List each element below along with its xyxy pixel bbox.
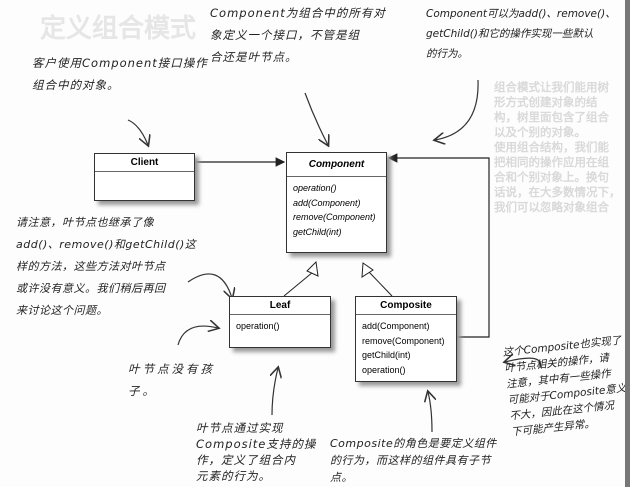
note-line: 或许没有意义。我们稍后再回 bbox=[16, 282, 166, 295]
bleed-line: 构，树里面包含了组合 bbox=[494, 110, 609, 124]
class-client: Client bbox=[94, 153, 195, 201]
note-arrow bbox=[187, 273, 232, 298]
note-line: getChild()和它的操作实现一些默认 bbox=[426, 28, 594, 40]
note-component-interface: Component为组合中的所有对 象定义一个接口，不管是组 合还是叶节点。 bbox=[210, 2, 386, 68]
note-line: 作，定义了组合内 bbox=[196, 453, 296, 467]
method: operation() bbox=[293, 183, 337, 193]
note-leaf-no-children: 叶节点没有孩 子。 bbox=[128, 358, 215, 402]
note-line: add()、remove()和getChild()这 bbox=[16, 238, 197, 251]
class-name: Leaf bbox=[230, 297, 330, 315]
note-composite-ops: 这个Composite也实现了 叶节点相关的操作，请 注意，其中有一些操作 可能… bbox=[502, 333, 630, 441]
note-line: 客户使用Component接口操作 bbox=[32, 56, 208, 70]
bleed-line: 形方式创建对象的结 bbox=[494, 95, 598, 109]
note-line: Composite的角色是要定义组件 bbox=[330, 437, 497, 450]
bleed-text: 组合模式让我们能用树 形方式创建对象的结 构，树里面包含了组合 以及个别的对象。… bbox=[494, 80, 621, 215]
note-line: 象定义一个接口，不管是组 bbox=[210, 28, 360, 42]
note-line: 子。 bbox=[128, 384, 157, 398]
method: remove(Component) bbox=[293, 212, 376, 222]
note-line: 的行为。 bbox=[426, 48, 468, 60]
note-line: Component为组合中的所有对 bbox=[210, 6, 386, 20]
inheritance-triangle-composite bbox=[361, 262, 374, 278]
bleed-line: 使用组合结构，我们能 bbox=[494, 140, 609, 154]
method: getChild(int) bbox=[293, 226, 342, 237]
note-arrow bbox=[177, 326, 218, 346]
note-leaf-inherit: 请注意，叶节点也继承了像 add()、remove()和getChild()这 … bbox=[16, 212, 196, 322]
note-leaf-behavior: 叶节点通过实现 Composite支持的操 作，定义了组合内 元素的行为。 bbox=[196, 420, 316, 484]
note-arrow bbox=[304, 92, 328, 145]
inheritance-leaf bbox=[283, 271, 314, 297]
page-edge bbox=[625, 0, 630, 487]
note-line: 叶节点没有孩 bbox=[128, 362, 215, 376]
class-name: Client bbox=[95, 154, 194, 172]
note-line: 组合中的对象。 bbox=[32, 78, 120, 92]
bleed-line: 话说，在大多数情况下， bbox=[494, 185, 621, 199]
note-arrow bbox=[272, 368, 278, 416]
bleed-line: 组合模式让我们能用树 bbox=[494, 80, 609, 94]
note-line: Composite支持的操 bbox=[196, 437, 317, 451]
bleed-line: 把相同的操作应用在组 bbox=[494, 155, 609, 169]
note-line: 的行为，而这样的组件具有子节 bbox=[330, 454, 491, 467]
method: operation() bbox=[236, 321, 280, 331]
note-line: 样的方法，这些方法对叶节点 bbox=[16, 260, 166, 273]
note-line: 请注意，叶节点也继承了像 bbox=[16, 216, 154, 229]
class-name: Component bbox=[287, 153, 386, 177]
bleed-line: 我们可以忽略对象组合 bbox=[494, 200, 609, 214]
inheritance-composite bbox=[368, 271, 393, 297]
method: operation() bbox=[362, 364, 406, 375]
bleed-line: 合和个别对象上。换句 bbox=[494, 170, 609, 184]
note-line: 元素的行为。 bbox=[196, 469, 271, 483]
note-arrow bbox=[428, 392, 432, 433]
note-component-default: Component可以为add()、remove()、 getChild()和它… bbox=[426, 4, 616, 64]
note-arrow bbox=[435, 79, 479, 140]
method: add(Component) bbox=[362, 321, 430, 331]
aggregation-composite-component bbox=[387, 153, 490, 338]
note-line: 点。 bbox=[330, 471, 353, 484]
bleed-title: 定义组合模式 bbox=[40, 14, 197, 44]
note-line: Component可以为add()、remove()、 bbox=[426, 8, 616, 20]
inheritance-triangle-leaf bbox=[306, 260, 319, 277]
note-composite-role: Composite的角色是要定义组件 的行为，而这样的组件具有子节 点。 bbox=[330, 435, 497, 486]
note-arrow bbox=[505, 358, 542, 369]
class-composite: Composite add(Component) remove(Componen… bbox=[355, 296, 457, 382]
method: add(Component) bbox=[293, 197, 361, 208]
note-line: 合还是叶节点。 bbox=[210, 50, 298, 64]
bleed-line: 以及个别的对象。 bbox=[494, 125, 586, 139]
note-client: 客户使用Component接口操作 组合中的对象。 bbox=[32, 52, 208, 96]
class-component: Component operation() add(Component) rem… bbox=[286, 152, 387, 253]
note-line: 来讨论这个问题。 bbox=[16, 304, 108, 317]
class-name: Composite bbox=[356, 297, 456, 315]
note-arrow bbox=[127, 119, 148, 145]
class-leaf: Leaf operation() bbox=[229, 296, 331, 348]
method: getChild(int) bbox=[362, 350, 411, 360]
method: remove(Component) bbox=[362, 335, 445, 346]
note-line: 叶节点通过实现 bbox=[196, 421, 284, 435]
